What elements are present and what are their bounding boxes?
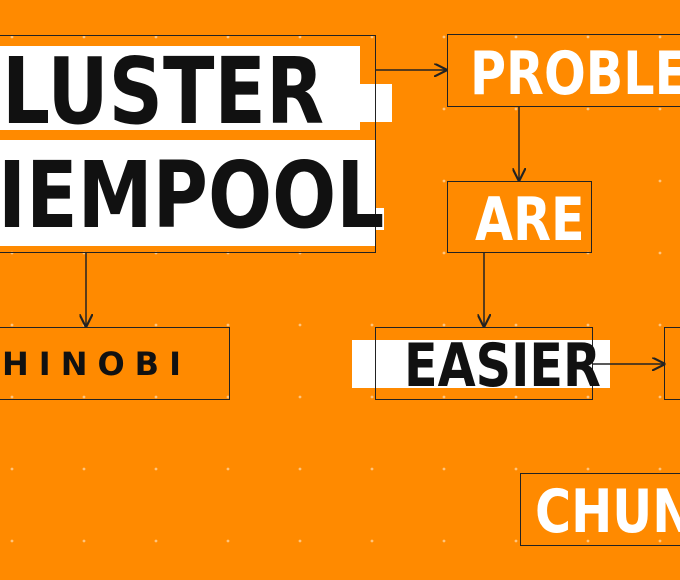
- node-shinobi-label: HINOBI: [2, 345, 191, 383]
- title-line-2: IEMPOOL: [0, 142, 385, 249]
- title-box: [0, 35, 376, 253]
- node-problem: [447, 34, 680, 107]
- title-highlight-strip-2: [340, 84, 392, 122]
- node-easier-label: EASIER: [404, 331, 601, 401]
- title-highlight-strip-1: [0, 46, 360, 130]
- node-offscreen-right: [664, 327, 680, 400]
- node-are-label: ARE: [475, 185, 585, 255]
- node-are: [447, 181, 592, 253]
- title-line-1: LUSTER: [2, 38, 325, 145]
- node-problem-label: PROBLEM: [470, 39, 680, 109]
- title-highlight-strip-3: [0, 140, 376, 246]
- easier-highlight-strip: [352, 340, 610, 388]
- node-chunk: [520, 473, 680, 546]
- title-highlight-strip-4: [352, 208, 384, 230]
- node-shinobi: [0, 327, 230, 400]
- node-easier: [375, 327, 593, 400]
- node-chunk-label: CHUNK: [535, 477, 680, 547]
